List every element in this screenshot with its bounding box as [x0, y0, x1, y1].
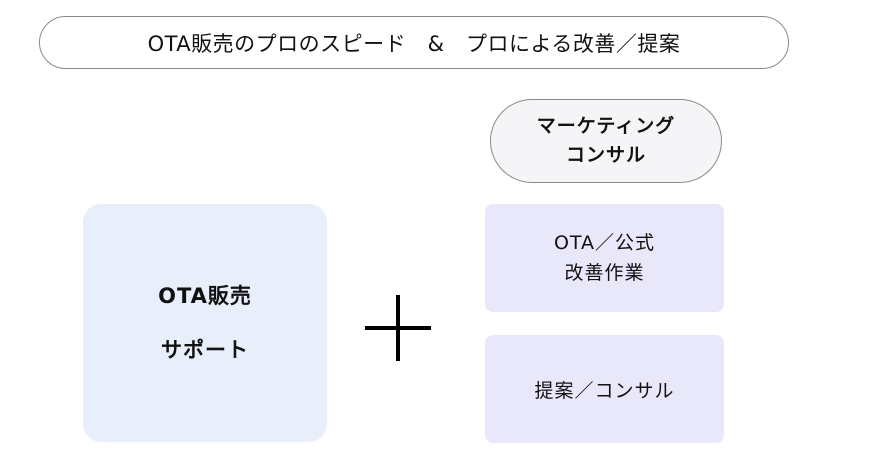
header-banner: OTA販売のプロのスピード & プロによる改善／提案	[39, 16, 789, 69]
ota-sales-support-box: OTA販売 サポート	[83, 204, 327, 442]
right-box-1-line-2: 改善作業	[564, 262, 645, 284]
ota-official-improvement-box: OTA／公式 改善作業	[485, 204, 724, 312]
pill-line-1: マーケティング	[536, 115, 676, 137]
marketing-consulting-pill: マーケティング コンサル	[490, 99, 722, 183]
left-box-line-2: サポート	[161, 338, 249, 362]
proposal-consulting-box: 提案／コンサル	[485, 335, 724, 443]
right-box-2-text: 提案／コンサル	[534, 379, 675, 402]
right-box-1-line-1: OTA／公式	[553, 232, 656, 254]
banner-text: OTA販売のプロのスピード & プロによる改善／提案	[147, 31, 681, 56]
plus-vertical-bar	[396, 295, 400, 361]
pill-line-2: コンサル	[565, 144, 646, 166]
plus-icon	[365, 295, 431, 361]
left-box-line-1: OTA販売	[158, 284, 252, 308]
